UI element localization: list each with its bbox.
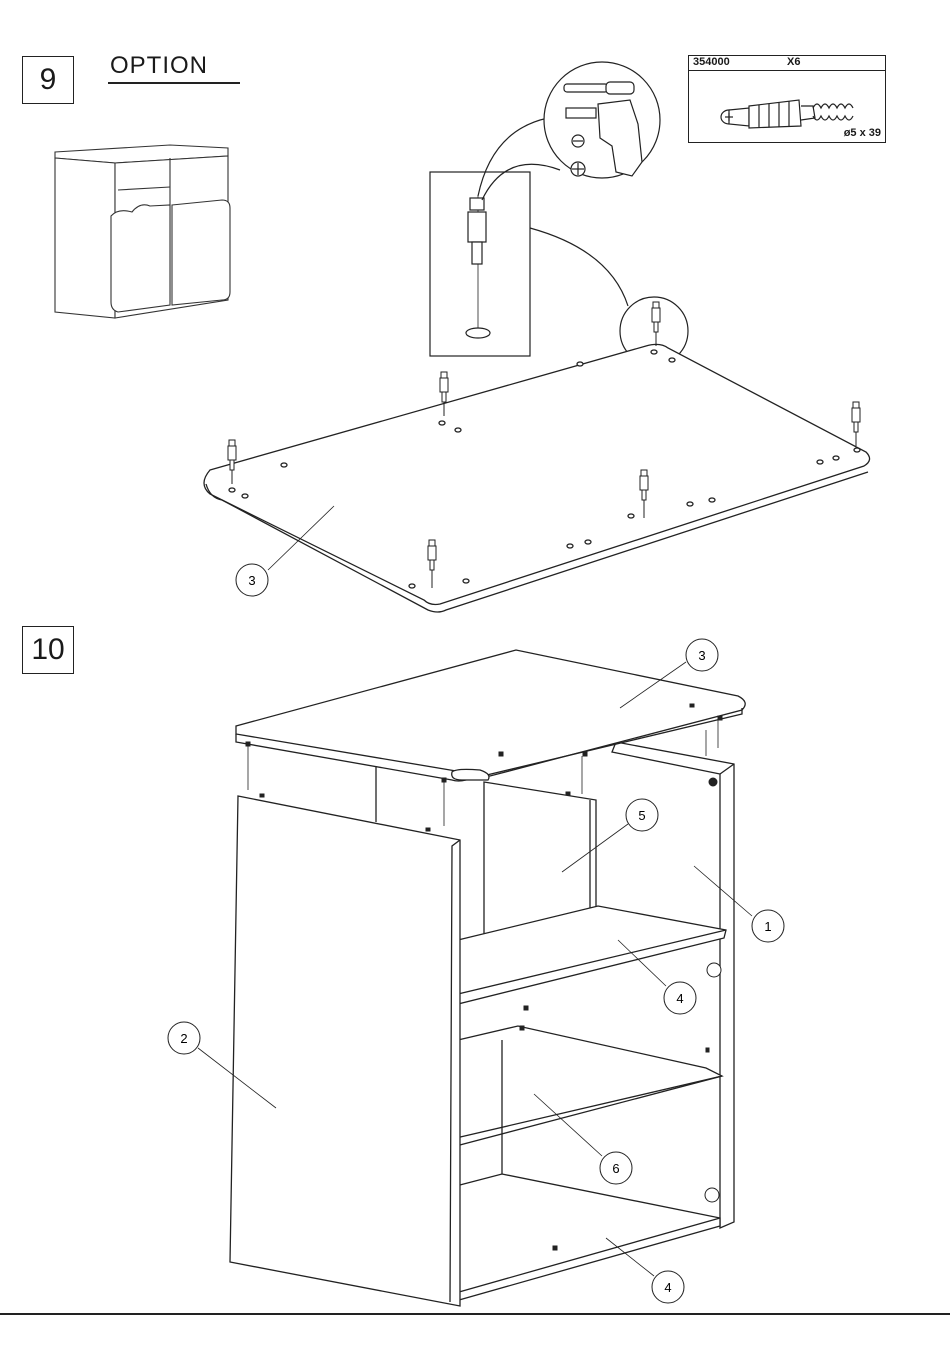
svg-text:5: 5: [638, 808, 645, 823]
side-panel-2: [230, 796, 460, 1306]
svg-text:3: 3: [698, 648, 705, 663]
cabinet-preview: [55, 145, 230, 318]
step-10-number: 10: [22, 626, 74, 674]
dowel-detail-box: [430, 172, 530, 356]
svg-text:4: 4: [676, 991, 683, 1006]
shelf-6: [456, 1026, 722, 1146]
svg-text:6: 6: [612, 1161, 619, 1176]
svg-text:1: 1: [764, 919, 771, 934]
svg-text:4: 4: [664, 1280, 671, 1295]
screwdriver-icon: [564, 84, 608, 92]
svg-text:3: 3: [248, 573, 255, 588]
bottom-rule: [0, 1313, 950, 1315]
step-10-drawing: [230, 650, 745, 1306]
svg-text:2: 2: [180, 1031, 187, 1046]
top-panel-3: [204, 344, 870, 612]
